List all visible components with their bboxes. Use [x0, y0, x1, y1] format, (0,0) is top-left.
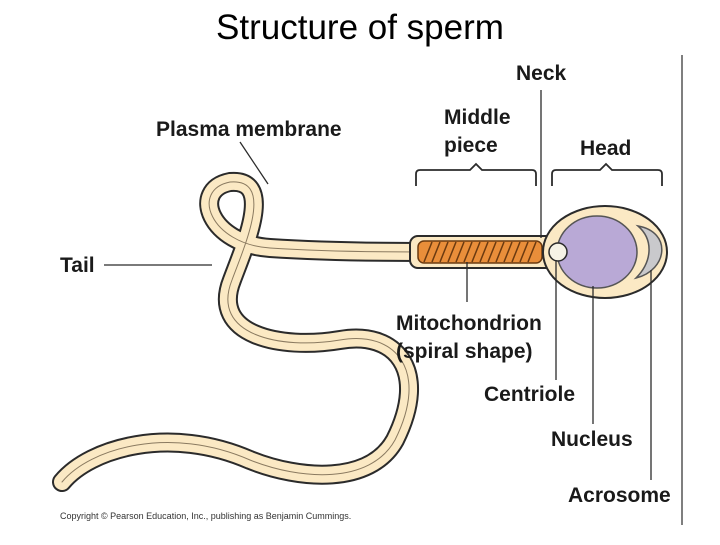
middle-piece-bracket: [415, 162, 537, 186]
centriole: [548, 242, 568, 262]
acrosome: [633, 224, 663, 280]
label-middle-piece-2: piece: [444, 134, 498, 157]
nucleus: [556, 215, 638, 289]
label-centriole: Centriole: [484, 383, 575, 406]
leader-lines: [104, 90, 652, 480]
label-middle-piece-1: Middle: [444, 106, 511, 129]
mitochondrion-coils: [423, 241, 537, 263]
label-plasma-membrane: Plasma membrane: [156, 118, 342, 141]
label-neck: Neck: [516, 62, 567, 85]
label-acrosome: Acrosome: [568, 484, 671, 507]
label-mitochondrion-1: Mitochondrion: [396, 312, 542, 335]
label-tail: Tail: [60, 254, 95, 277]
label-nucleus: Nucleus: [551, 428, 633, 451]
label-head: Head: [580, 137, 631, 160]
head-bracket: [551, 162, 663, 186]
copyright-notice: Copyright © Pearson Education, Inc., pub…: [60, 511, 351, 521]
page-title: Structure of sperm: [216, 8, 504, 47]
label-mitochondrion-2: (spiral shape): [396, 340, 533, 363]
plasma-membrane-leader: [239, 141, 269, 185]
tail-axial-filament: [61, 181, 421, 483]
